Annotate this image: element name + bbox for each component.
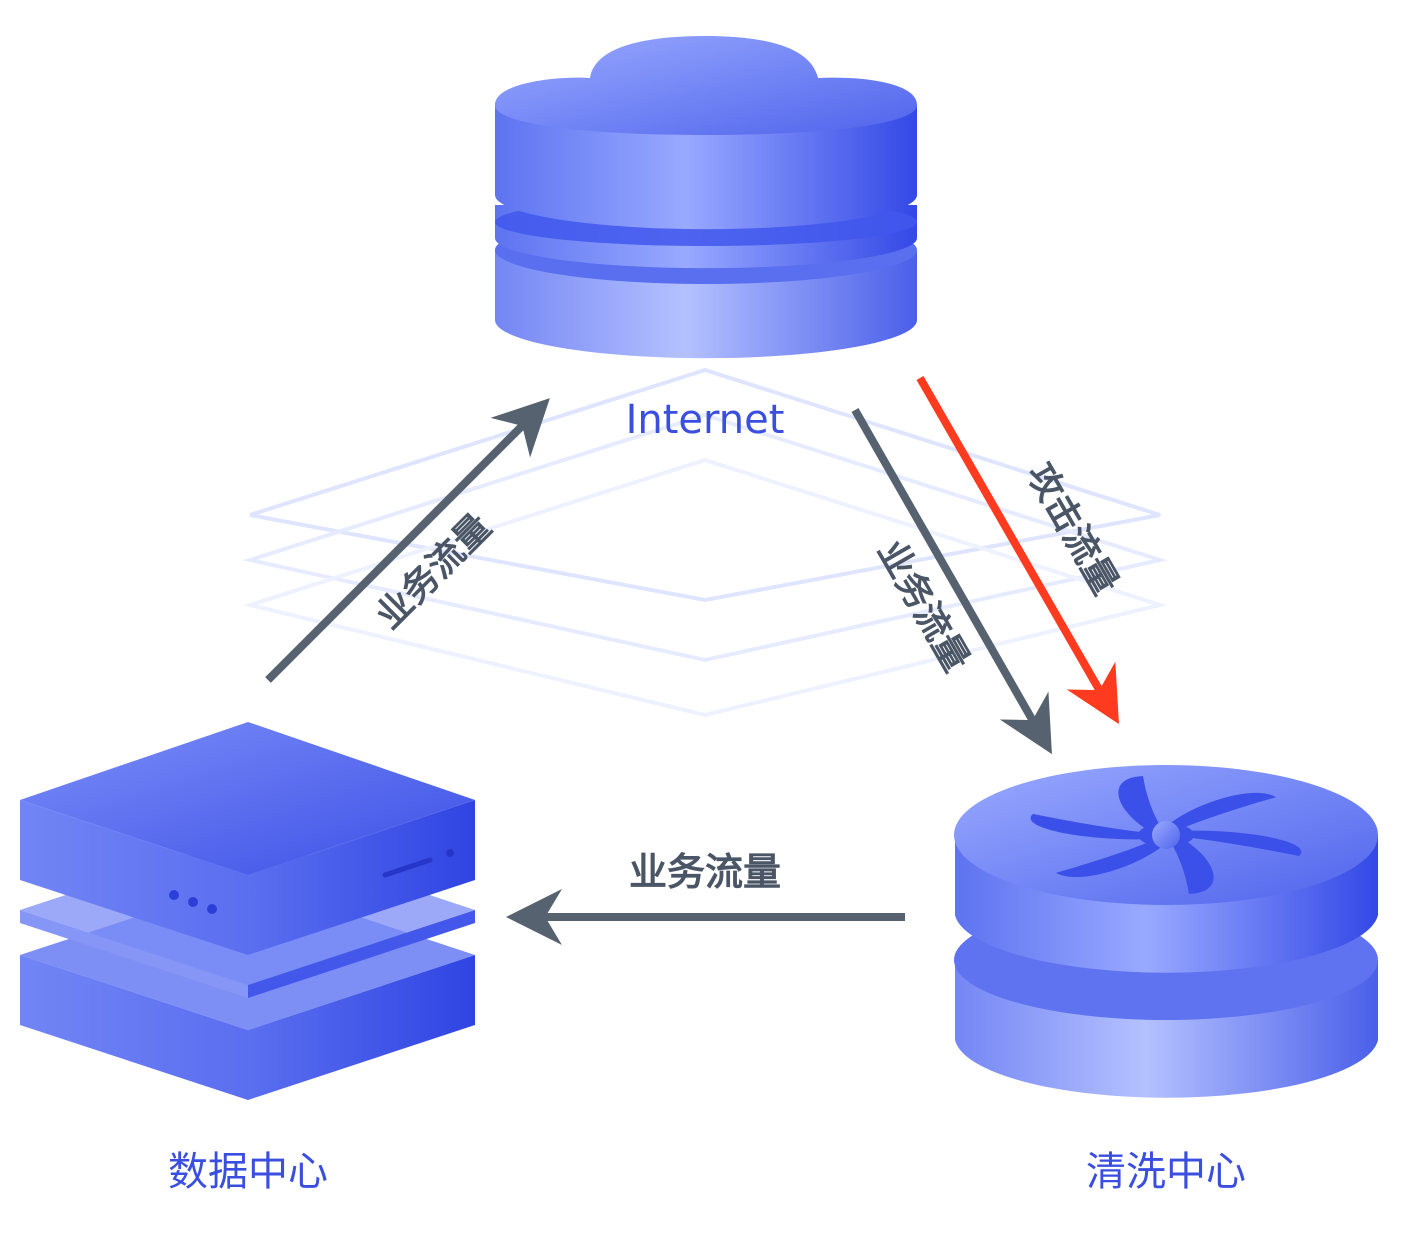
background-plane-layers bbox=[242, 367, 1168, 718]
flow-arrow-dc-to-internet bbox=[265, 398, 550, 683]
internet-label: Internet bbox=[626, 397, 785, 443]
flow-arrow-internet-to-scrub-business bbox=[851, 408, 1052, 755]
fan-disk-icon bbox=[954, 765, 1378, 1098]
flow-label-dc-to-internet: 业务流量 bbox=[368, 506, 499, 637]
flow-label-scrub-to-dc: 业务流量 bbox=[629, 850, 781, 894]
flow-label-internet-to-scrub-business: 业务流量 bbox=[869, 534, 977, 679]
scrubbing-center-label: 清洗中心 bbox=[1086, 1149, 1246, 1195]
flow-arrow-internet-to-scrub-attack bbox=[916, 376, 1119, 725]
data-center-label: 数据中心 bbox=[168, 1149, 328, 1195]
server-stack-icon bbox=[20, 722, 475, 1100]
cloud-server-icon bbox=[495, 36, 917, 359]
